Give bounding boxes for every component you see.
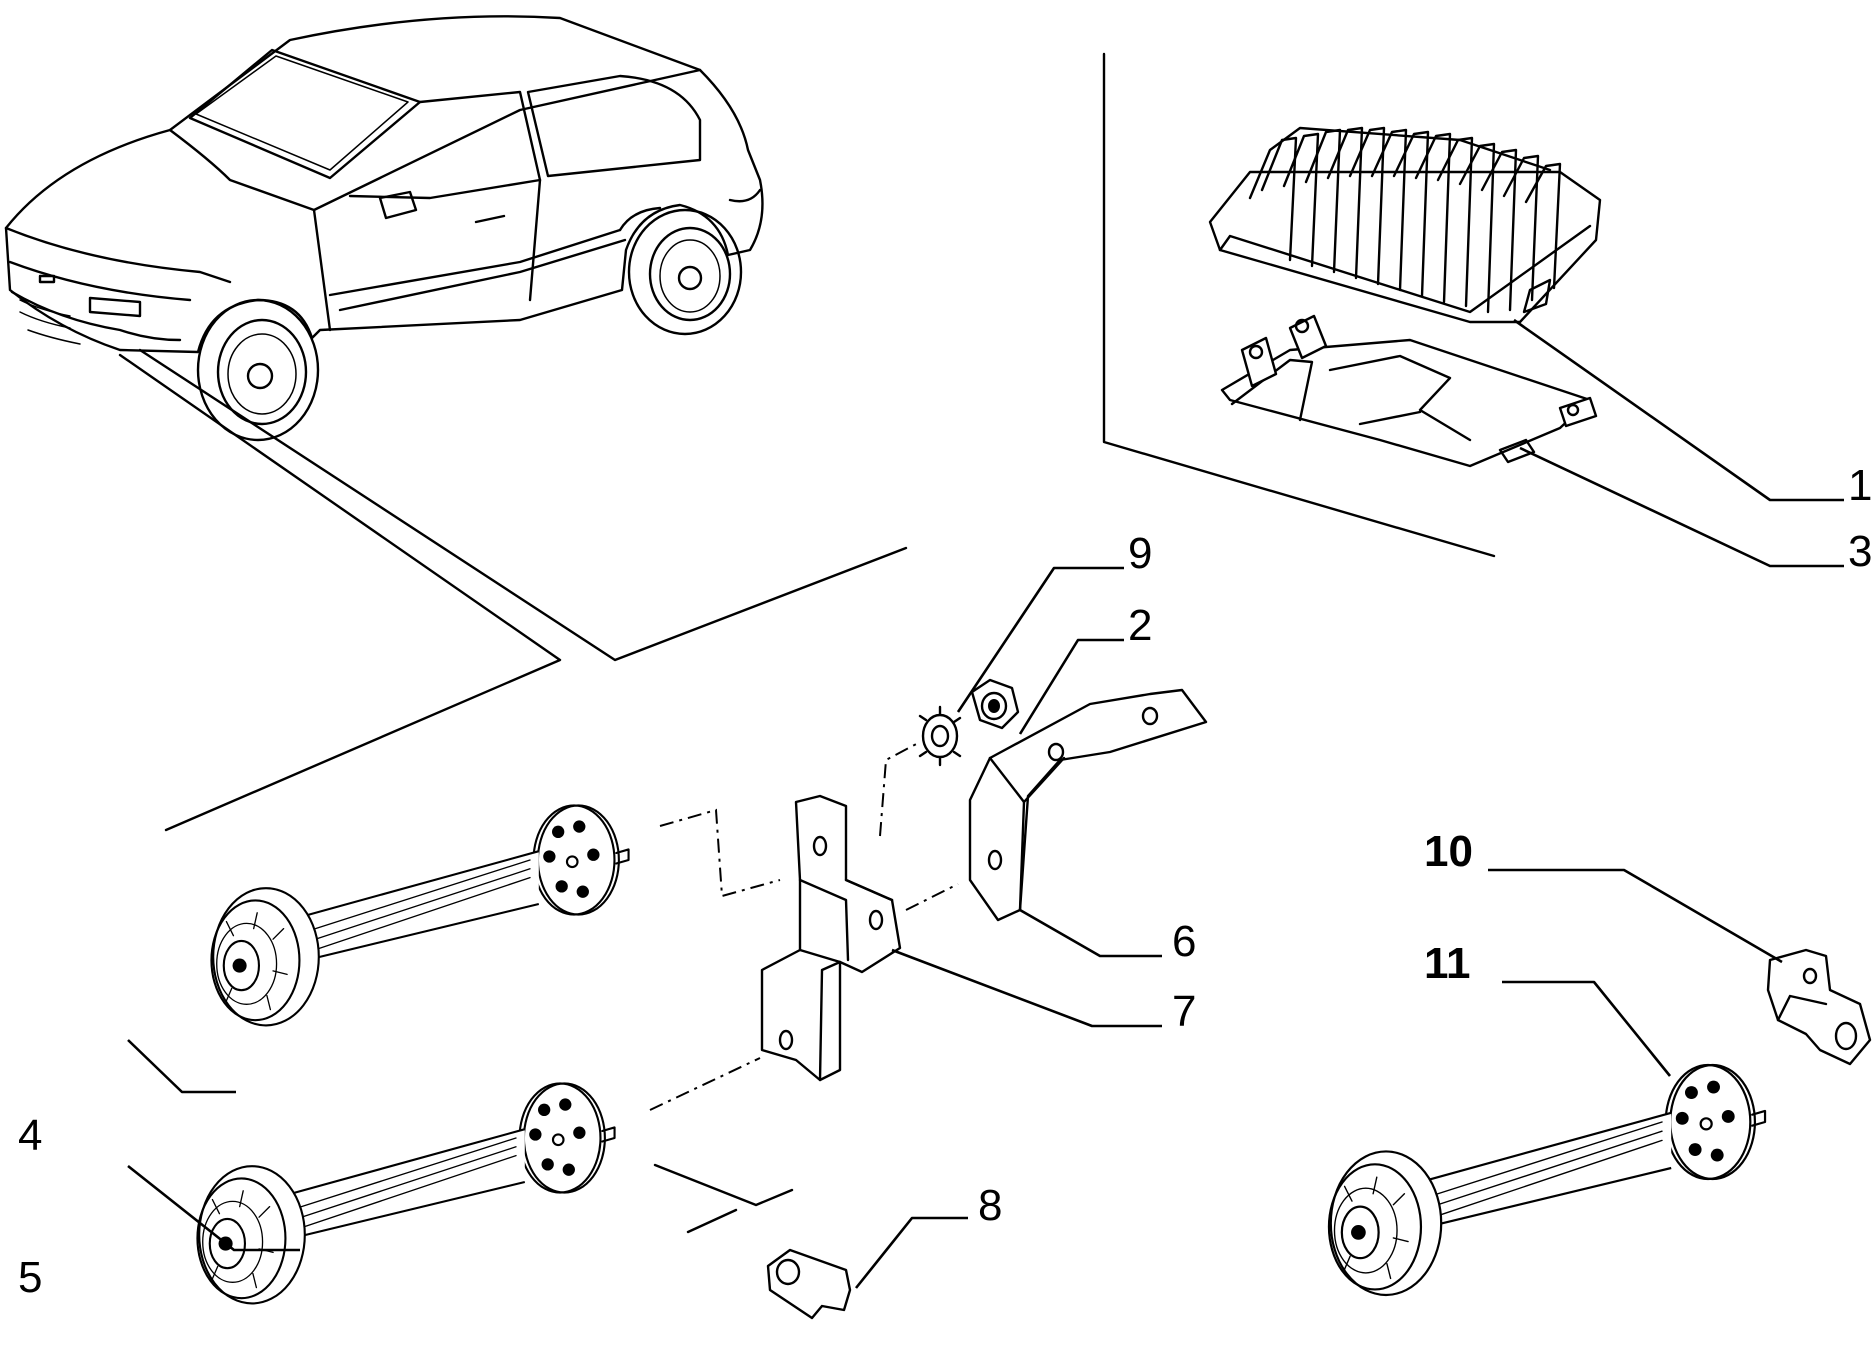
- single-horn: [1327, 1063, 1767, 1297]
- label-7: 7: [1172, 987, 1196, 1036]
- label-4: 4: [18, 1111, 42, 1160]
- vehicle-illustration: [4, 15, 764, 442]
- control-unit-bracket: [1220, 314, 1598, 468]
- horn-support-bracket: [968, 688, 1208, 922]
- label-9: 9: [1128, 529, 1152, 578]
- terminal-clip: [766, 1248, 852, 1320]
- label-11: 11: [1424, 939, 1471, 988]
- label-6: 6: [1172, 917, 1196, 966]
- label-3: 3: [1848, 527, 1872, 576]
- nut: [970, 678, 1020, 730]
- label-2: 2: [1128, 601, 1152, 650]
- horn-control-unit: [1208, 126, 1602, 324]
- lock-washer: [918, 705, 962, 767]
- label-8: 8: [978, 1181, 1002, 1230]
- label-1: 1: [1848, 461, 1872, 510]
- label-5: 5: [18, 1253, 42, 1302]
- horn-high-tone: [210, 804, 630, 1027]
- single-horn-bracket: [1766, 948, 1872, 1066]
- horn-mounting-bracket: [760, 794, 902, 1082]
- horn-low-tone: [196, 1082, 616, 1305]
- label-10: 10: [1424, 827, 1473, 876]
